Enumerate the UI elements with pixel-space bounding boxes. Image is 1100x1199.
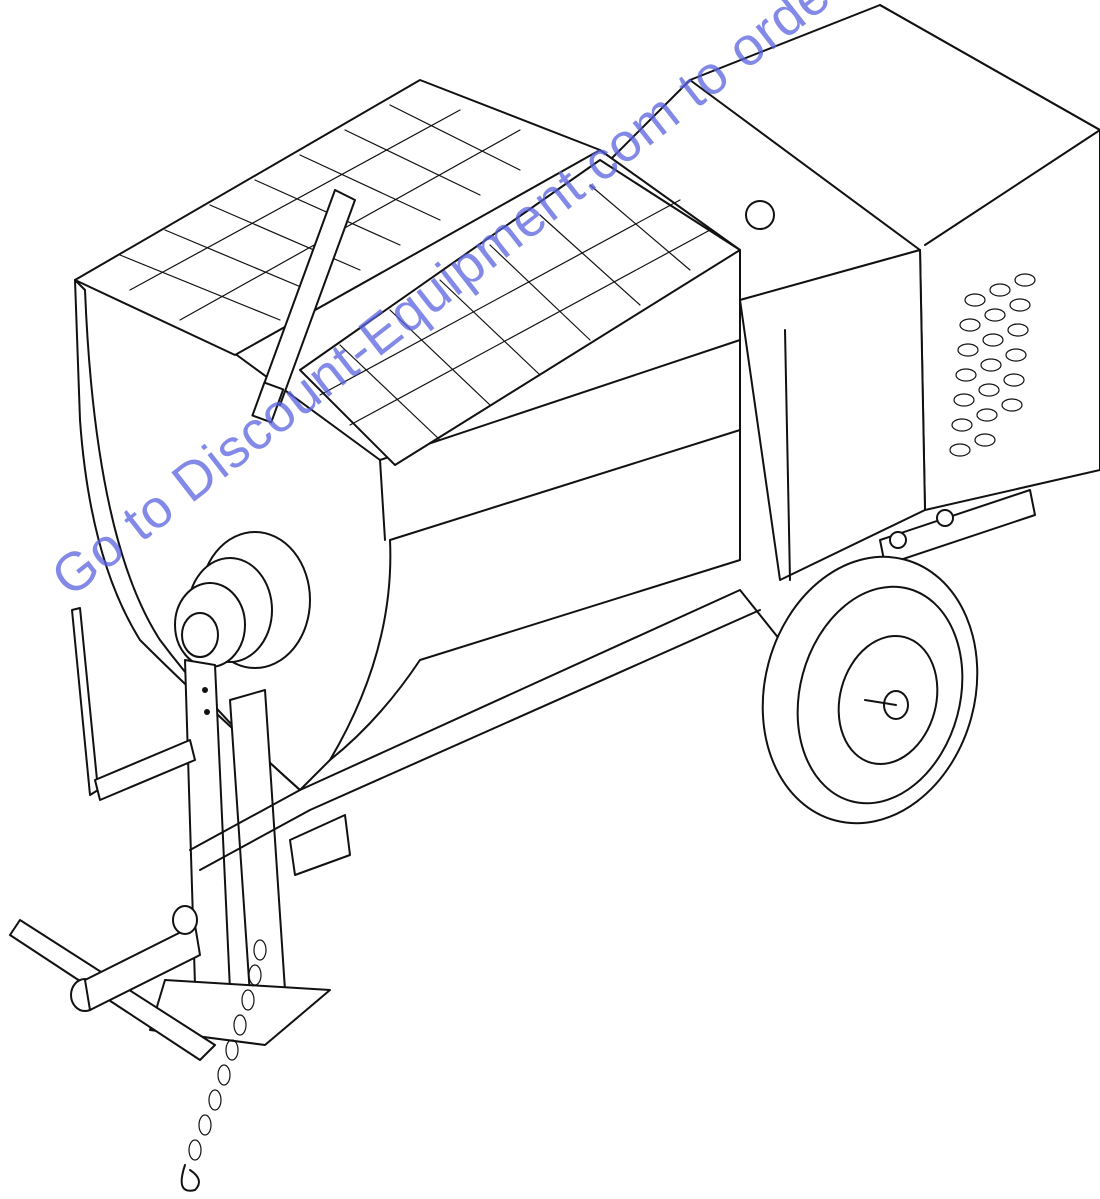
wheel [761,555,979,825]
engine-housing [609,4,1100,581]
right-grate [299,159,741,466]
dump-handle [251,189,356,424]
drum-bearing [174,531,311,669]
front-stand [149,589,781,1046]
tow-handle [9,607,351,1061]
safety-chain [180,939,267,1192]
vent-grille [949,273,1036,457]
